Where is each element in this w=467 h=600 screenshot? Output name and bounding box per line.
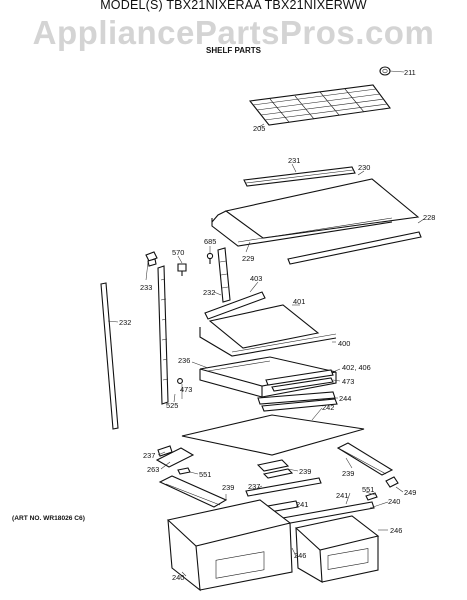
- part-232-ladder-rail-left: [157, 265, 169, 405]
- label-230: 230: [358, 163, 370, 172]
- label-551-right: 551: [362, 485, 374, 494]
- part-249-clip: [385, 476, 399, 488]
- part-240-crisper-drawer-right: [294, 515, 380, 583]
- label-236: 236: [178, 356, 190, 365]
- part-400-frame: [199, 327, 337, 357]
- leader-lines: [107, 70, 425, 577]
- label-239-center: 239: [299, 467, 311, 476]
- part-205-wire-shelf: [248, 84, 391, 126]
- label-525: 525: [166, 401, 178, 410]
- label-239-right: 239: [342, 469, 354, 478]
- art-number: (ART NO. WR18026 C6): [12, 515, 85, 522]
- part-233-cap: [145, 251, 158, 267]
- label-228: 228: [423, 213, 435, 222]
- site-watermark: AppliancePartsPros.com: [32, 14, 435, 51]
- part-263-tray: [155, 447, 195, 468]
- label-473-left: 473: [180, 385, 192, 394]
- label-211: 211: [404, 68, 416, 77]
- part-237-rail-center: [245, 477, 322, 497]
- section-subtitle: SHELF PARTS: [206, 46, 261, 55]
- label-205: 205: [253, 124, 265, 133]
- label-263: 263: [147, 465, 159, 474]
- label-551-left: 551: [199, 470, 211, 479]
- label-244: 244: [339, 394, 351, 403]
- label-233: 233: [140, 283, 152, 292]
- part-551-clip-left: [177, 467, 191, 475]
- label-400: 400: [338, 339, 350, 348]
- label-237-left: 237: [143, 451, 155, 460]
- part-240-crisper-drawer-left: [166, 499, 293, 592]
- label-570: 570: [172, 248, 184, 257]
- label-232-right-rail: 232: [203, 288, 215, 297]
- part-239-slide-left: [158, 475, 228, 508]
- part-685-screw: [206, 252, 214, 264]
- label-685: 685: [204, 237, 216, 246]
- label-241-left: 241: [296, 500, 308, 509]
- part-232-ladder-rail-right: [217, 247, 231, 303]
- label-402-406: 402, 406: [342, 363, 371, 372]
- label-240-left: 240: [172, 573, 184, 582]
- label-401: 401: [293, 297, 305, 306]
- model-title: MODEL(S) TBX21NIXERAA TBX21NIXERWW: [100, 0, 367, 12]
- part-570-clip: [177, 263, 187, 276]
- part-473-screw: [177, 378, 183, 384]
- part-401-glass: [208, 304, 320, 349]
- label-249: 249: [404, 488, 416, 497]
- part-229-shelf-frame: [211, 210, 393, 247]
- label-239-left: 239: [222, 483, 234, 492]
- label-237-center: 237: [248, 482, 260, 491]
- label-246-center: 246: [294, 551, 306, 560]
- label-232-strip: 232: [119, 318, 131, 327]
- label-242: 242: [322, 403, 334, 412]
- label-403: 403: [250, 274, 262, 283]
- part-242-crisper-cover-glass: [181, 414, 365, 456]
- label-246-right: 246: [390, 526, 402, 535]
- part-403-trim: [204, 291, 266, 320]
- callout-labels: 211 205 231 230 228 229 685 570 233 232 …: [119, 68, 435, 582]
- part-239-clip-center: [256, 459, 294, 479]
- label-231: 231: [288, 156, 300, 165]
- part-231-front-trim: [243, 166, 356, 187]
- part-230-glass-shelf: [224, 178, 420, 239]
- part-402-406-rail: [265, 369, 334, 386]
- part-211-knob: [379, 66, 391, 76]
- part-232-strip: [100, 282, 119, 430]
- part-473-rail: [271, 377, 334, 392]
- part-239-slide-right: [336, 442, 394, 476]
- label-241-right: 241: [336, 491, 348, 500]
- label-229: 229: [242, 254, 254, 263]
- label-240-right: 240: [388, 497, 400, 506]
- part-228-rail: [287, 231, 422, 265]
- part-236-drawer-frame: [199, 356, 337, 398]
- label-473-right: 473: [342, 377, 354, 386]
